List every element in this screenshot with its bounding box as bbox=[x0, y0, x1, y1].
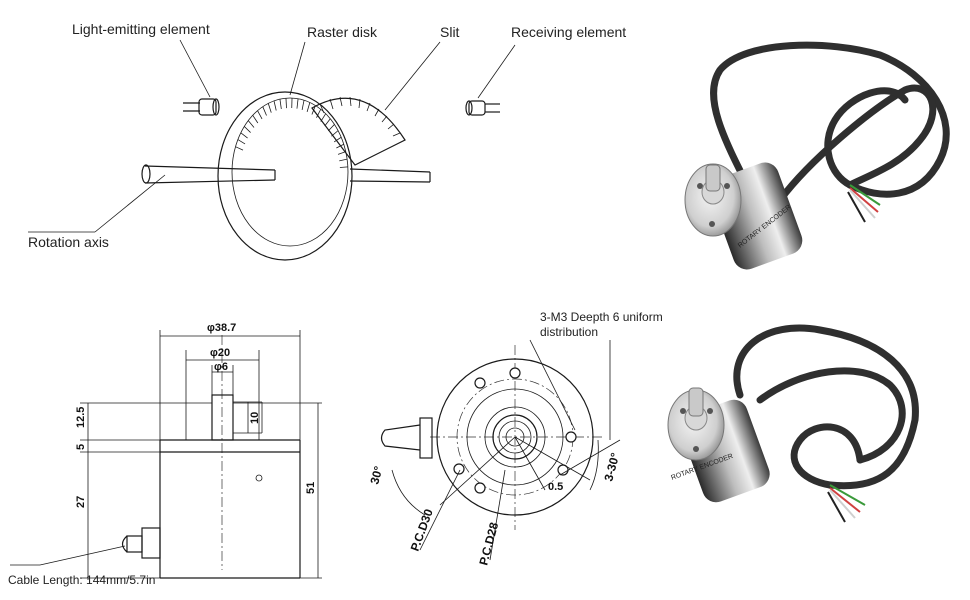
label-mounting-note-line2: distribution bbox=[540, 325, 598, 339]
raster-tick bbox=[244, 126, 251, 133]
raster-tick bbox=[324, 118, 331, 127]
leader-receiving bbox=[477, 44, 516, 99]
leader-slit bbox=[384, 41, 441, 111]
raster-tick bbox=[237, 139, 246, 145]
label-light-emitting-element: Light-emitting element bbox=[72, 21, 210, 37]
side-view-drawing: φ38.7 φ20 φ6 12.5 5 27 10 51 Cable Lengt… bbox=[8, 322, 322, 587]
raster-tick bbox=[267, 103, 272, 113]
label-slit: Slit bbox=[440, 24, 460, 40]
raster-disk bbox=[217, 91, 353, 261]
raster-tick bbox=[240, 132, 248, 139]
label-raster-disk: Raster disk bbox=[307, 24, 378, 40]
raster-tick bbox=[296, 98, 299, 109]
raster-tick bbox=[252, 115, 259, 124]
raster-tick bbox=[336, 143, 344, 149]
slit-plate bbox=[311, 96, 406, 166]
raster-tick bbox=[331, 130, 339, 137]
dim-d20: φ20 bbox=[210, 347, 230, 359]
cable-coil-bottom bbox=[733, 324, 919, 490]
dim-d6: φ6 bbox=[214, 361, 228, 373]
product-photo-top: ROTARY ENCODER bbox=[684, 41, 950, 270]
raster-tick bbox=[316, 109, 322, 118]
raster-tick bbox=[328, 124, 335, 132]
raster-tick bbox=[337, 151, 346, 155]
dim-12-5: 12.5 bbox=[75, 407, 87, 428]
raster-tick bbox=[339, 166, 348, 168]
receiving-element-icon bbox=[465, 100, 500, 116]
raster-tick bbox=[235, 146, 244, 151]
label-rotation-axis: Rotation axis bbox=[28, 234, 109, 250]
light-emitting-element-icon bbox=[183, 98, 220, 116]
raster-tick bbox=[285, 98, 287, 109]
raster-tick bbox=[279, 99, 282, 110]
dim-27: 27 bbox=[75, 496, 87, 508]
leader-raster-disk bbox=[289, 41, 306, 96]
dim-51: 51 bbox=[305, 482, 317, 494]
encoder-body-bottom: ROTARY ENCODER bbox=[667, 387, 770, 503]
shaft-top bbox=[705, 164, 721, 192]
wires-top bbox=[847, 184, 881, 223]
raster-tick bbox=[257, 110, 263, 120]
dim-5: 5 bbox=[75, 444, 87, 450]
dim-d38-7: φ38.7 bbox=[207, 322, 236, 334]
cable-coil-top bbox=[710, 41, 950, 214]
label-cable-length: Cable Length: 144mm/5.7in bbox=[8, 573, 155, 587]
product-photo-bottom: ROTARY ENCODER bbox=[667, 324, 919, 523]
rotation-axis-shaft bbox=[141, 164, 431, 184]
dim-0-5: 0.5 bbox=[548, 481, 563, 493]
raster-tick bbox=[339, 158, 348, 162]
raster-tick bbox=[306, 102, 311, 112]
label-receiving-element: Receiving element bbox=[511, 24, 626, 40]
dim-10: 10 bbox=[249, 412, 261, 424]
dim-pcd28: P.C.D28 bbox=[476, 521, 501, 567]
principle-diagram: Light-emitting element Raster disk Slit … bbox=[28, 21, 626, 261]
raster-tick bbox=[273, 100, 277, 111]
raster-tick bbox=[333, 136, 342, 143]
label-mounting-note-line1: 3-M3 Deepth 6 uniform bbox=[540, 310, 663, 324]
shaft-bottom bbox=[688, 387, 704, 417]
mounting-holes bbox=[453, 367, 577, 494]
raster-tick bbox=[320, 113, 327, 122]
dim-angle-30: 30° bbox=[367, 464, 385, 485]
wires-bottom bbox=[827, 484, 866, 523]
raster-tick bbox=[311, 105, 316, 115]
front-view-drawing: 3-M3 Deepth 6 uniform distribution 30° 3… bbox=[367, 310, 662, 567]
dim-angle-3x30: 3-30° bbox=[601, 451, 622, 483]
raster-tick bbox=[247, 120, 255, 128]
encoder-body-top: ROTARY ENCODER bbox=[684, 162, 803, 270]
leader-rotation-axis bbox=[94, 174, 166, 233]
leader-light-emitting bbox=[179, 39, 211, 98]
raster-tick bbox=[262, 106, 267, 116]
dim-pcd30: P.C.D30 bbox=[408, 507, 436, 553]
raster-tick bbox=[301, 100, 305, 110]
